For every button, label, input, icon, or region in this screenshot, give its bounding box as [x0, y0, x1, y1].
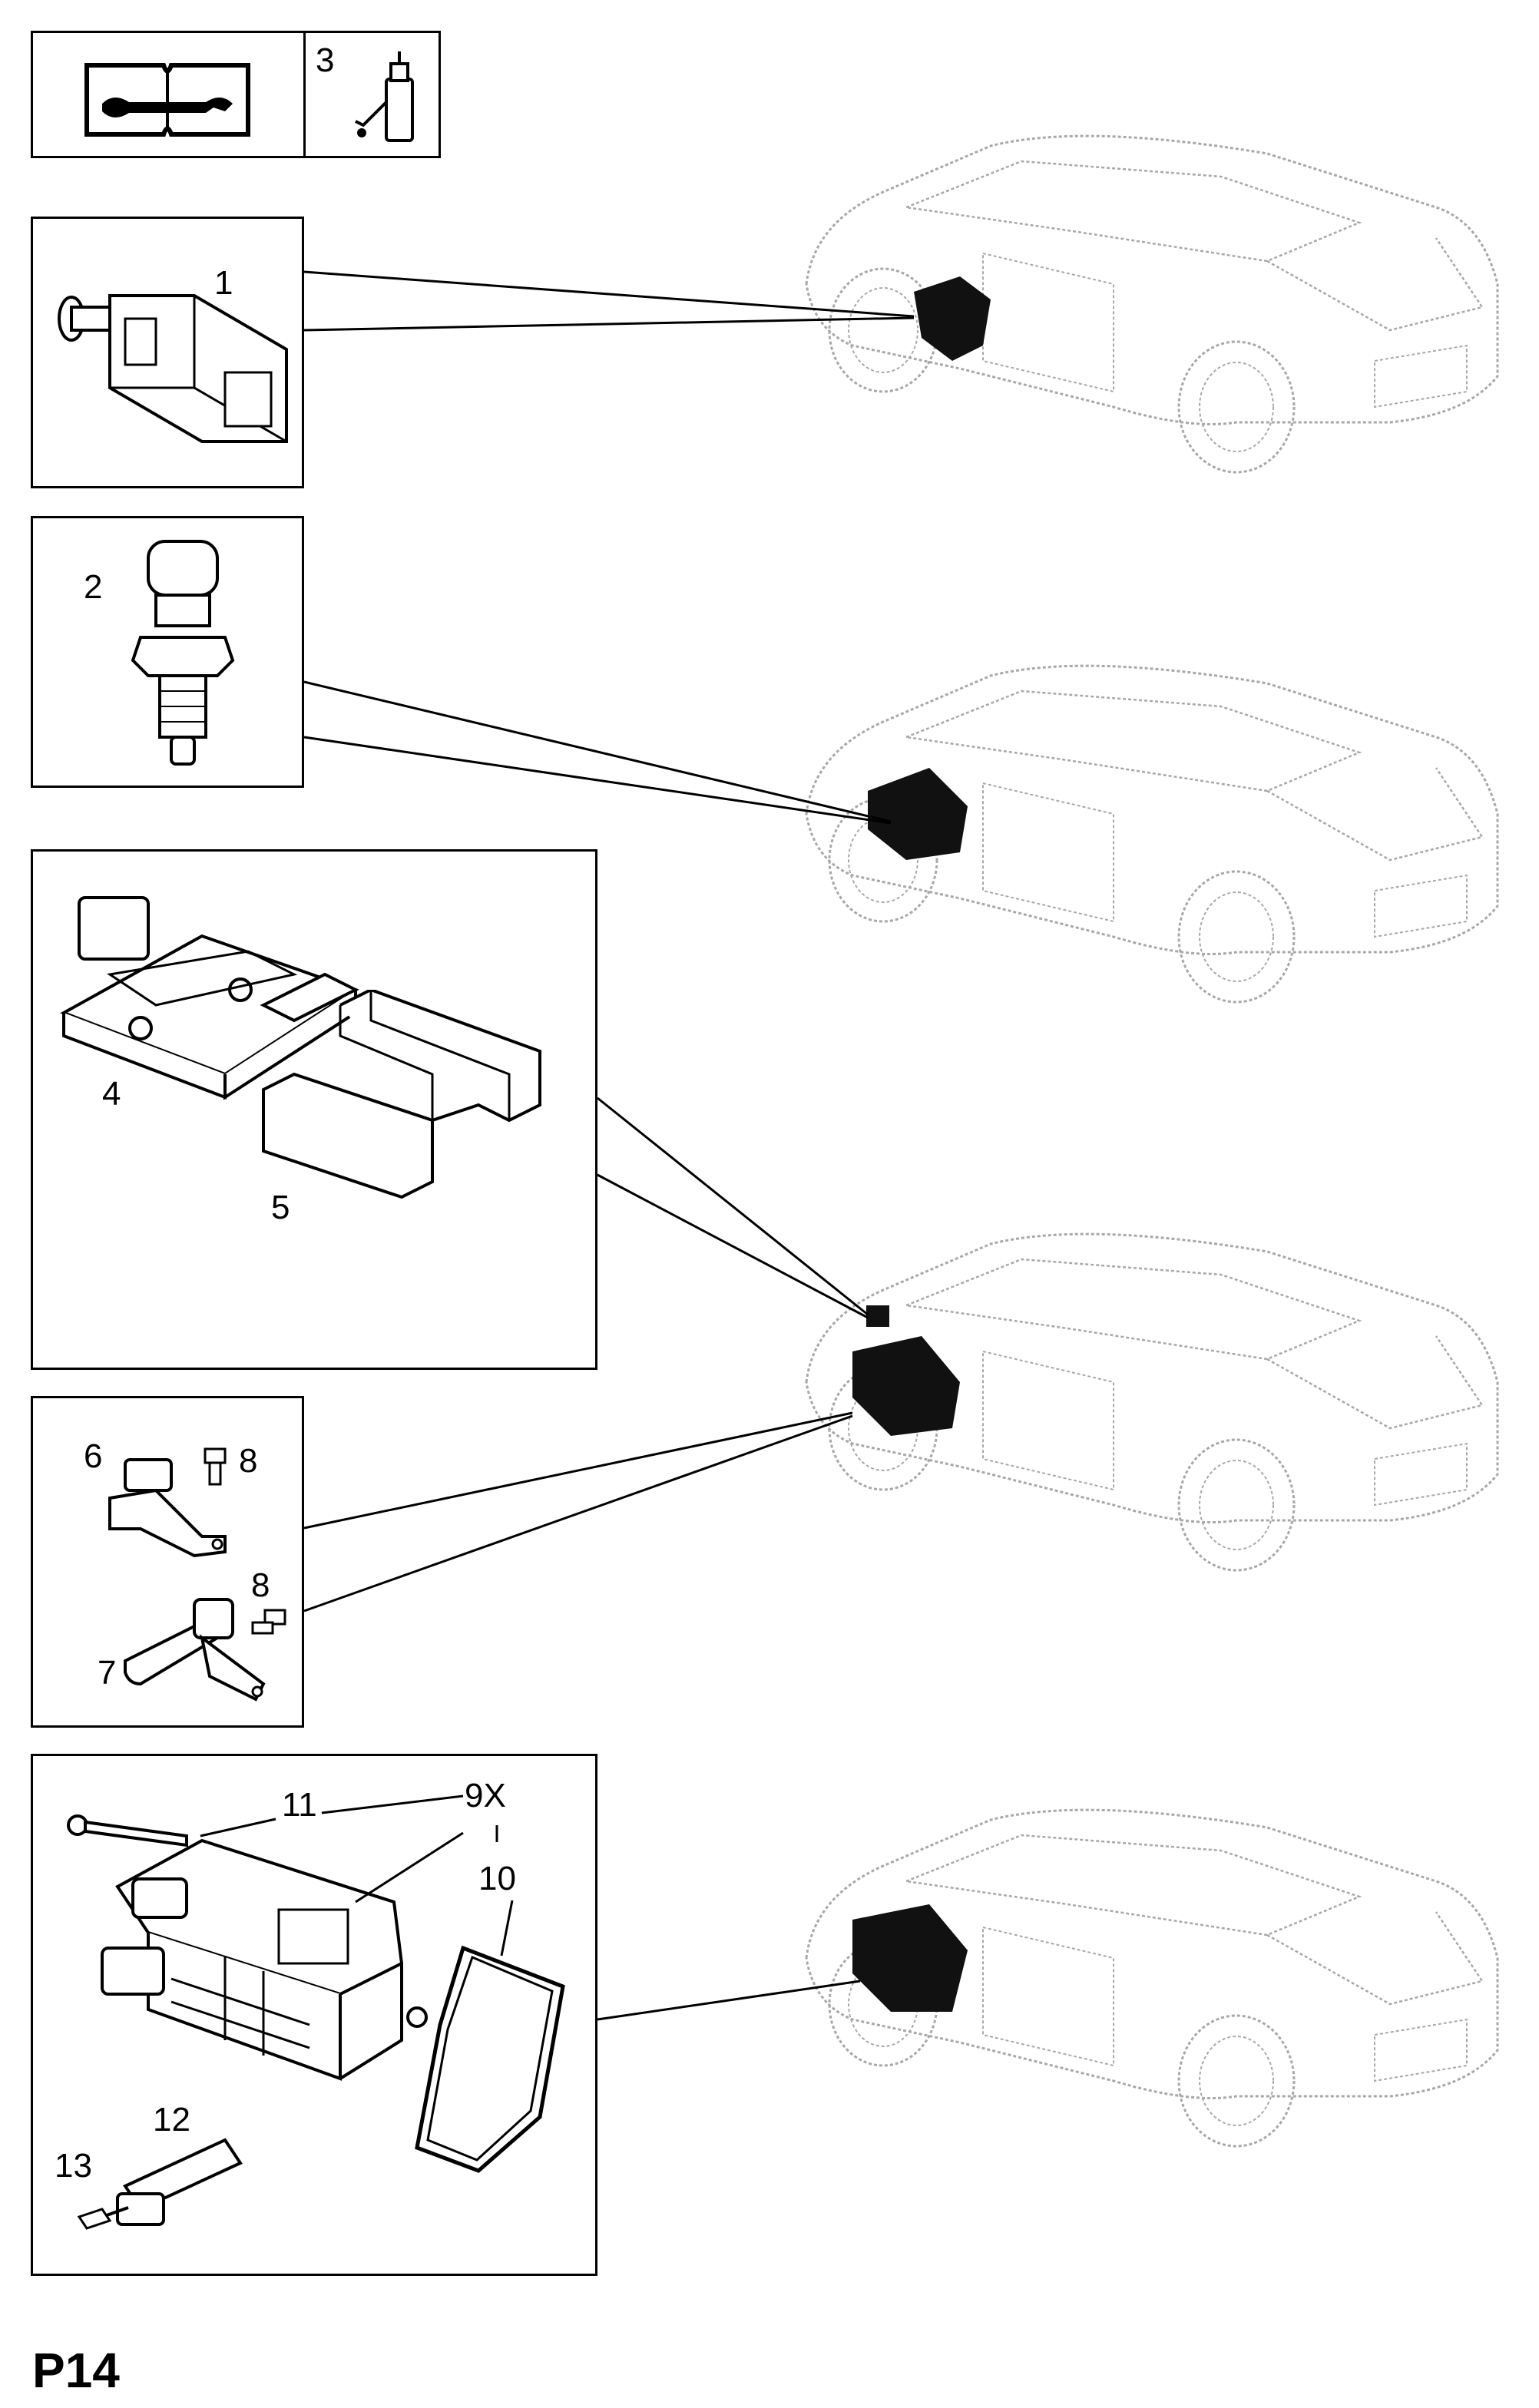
- part-location-9: [852, 1904, 968, 2012]
- callout-12: 12: [153, 2101, 190, 2138]
- leader-4b: [597, 1173, 869, 1319]
- callout-5: 5: [271, 1189, 290, 1226]
- part-location-4: [866, 1305, 889, 1327]
- leader-2b: [303, 736, 892, 825]
- leader-9: [597, 1980, 861, 2021]
- tool-box-divider: [303, 33, 306, 156]
- leader-1b: [303, 316, 915, 332]
- callout-9x: 9X: [465, 1777, 506, 1814]
- callout-11: 11: [282, 1786, 317, 1824]
- part-box-4-5: 4 5: [31, 849, 597, 1370]
- callout-13: 13: [55, 2147, 92, 2185]
- part-box-2: 2: [31, 516, 304, 788]
- part-box-6-7-8: 6 8 8 7: [31, 1396, 304, 1728]
- tool-callout-3: 3: [316, 41, 335, 79]
- callout-4: 4: [102, 1075, 121, 1113]
- tool-box: 3: [31, 31, 441, 158]
- bolt-8-upper-icon: [204, 1447, 227, 1486]
- leader-2a: [303, 680, 892, 823]
- module-cover-part: [262, 990, 541, 1199]
- part-box-1: 1: [31, 217, 304, 488]
- control-module-part: [60, 896, 359, 1100]
- leader-7: [303, 1414, 853, 1612]
- leader-4a: [597, 1096, 869, 1316]
- leader-1a: [303, 270, 915, 318]
- part-location-2: [868, 768, 968, 860]
- part-box-9-13: 11 9X 10 12 13: [31, 1754, 597, 2276]
- leader-6: [303, 1411, 853, 1530]
- lubricant-bottle-icon: [355, 51, 414, 142]
- pressure-switch-part: [131, 540, 235, 766]
- callout-8-lower: 8: [251, 1566, 270, 1604]
- part-location-5: [852, 1336, 960, 1436]
- callout-6: 6: [84, 1437, 103, 1475]
- speed-sensor-7-part: [124, 1598, 266, 1702]
- callout-1: 1: [214, 264, 233, 302]
- car-diagram-1: [805, 134, 1499, 474]
- callout-8-upper: 8: [239, 1442, 258, 1480]
- callout-7: 7: [98, 1654, 117, 1692]
- manual-wrench-icon: [84, 63, 250, 137]
- brake-light-switch-part: [58, 294, 288, 443]
- callout-2: 2: [84, 568, 103, 606]
- control-unit-assembly-part: [67, 1794, 565, 2230]
- speed-sensor-6-part: [108, 1458, 227, 1558]
- part-location-1: [914, 276, 991, 361]
- callout-10: 10: [478, 1860, 516, 1897]
- page-code: P14: [32, 2343, 120, 2398]
- bolt-8-lower-icon: [251, 1609, 286, 1635]
